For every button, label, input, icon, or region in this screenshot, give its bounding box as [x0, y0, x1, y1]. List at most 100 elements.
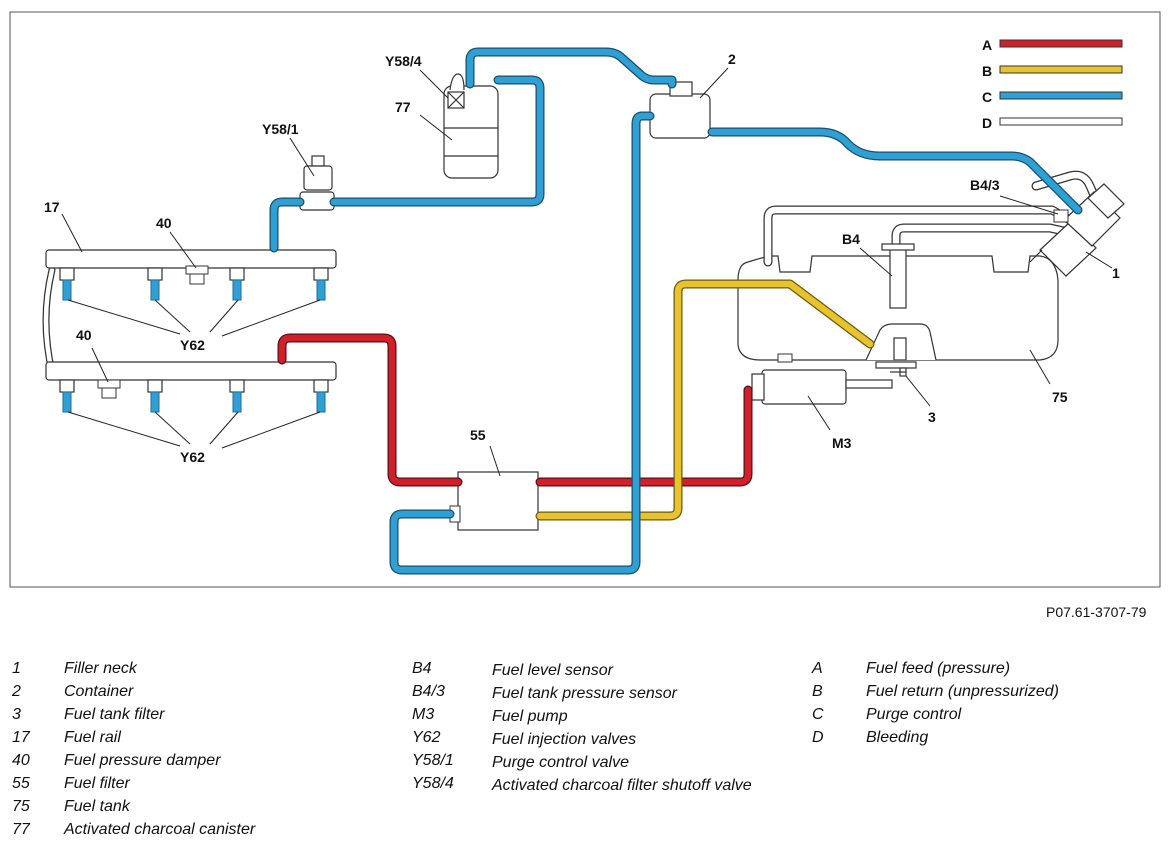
fuel-pump-m3: [751, 369, 906, 405]
label-b4-3: B4/3: [970, 177, 1000, 193]
label-2: 2: [728, 51, 736, 67]
legend-code: 2: [12, 683, 21, 700]
label-y58-4: Y58/4: [385, 53, 422, 69]
charcoal-canister-77: [443, 85, 499, 179]
legend-item: M3 Fuel pump: [412, 706, 802, 729]
key-letter-c: C: [982, 89, 992, 105]
fuel-pressure-damper-lower: [97, 379, 121, 399]
label-1: 1: [1112, 265, 1120, 281]
purge-control-pipes: [269, 47, 1083, 575]
legend-desc: Fuel filter: [64, 775, 130, 792]
legend-desc: Fuel feed (pressure): [866, 660, 1011, 677]
key-swatch-a: [999, 39, 1123, 48]
shutoff-valve-y58-4: [447, 73, 465, 109]
label-y62-bottom: Y62: [180, 449, 205, 465]
legend-item: B Fuel return (unpressurized): [812, 683, 1152, 706]
fuel-rail-upper: [45, 249, 337, 281]
legend-code: 75: [12, 798, 30, 815]
label-3: 3: [928, 409, 936, 425]
legend-desc: Container: [64, 683, 134, 700]
legend-code: M3: [412, 706, 435, 723]
legend-column-line-types: A Fuel feed (pressure) B Fuel return (unpr…: [812, 660, 1152, 752]
tank-drain-nub: [777, 353, 793, 363]
legend-code: 17: [12, 729, 30, 746]
key-swatch-b: [999, 65, 1123, 74]
key-letter-b: B: [982, 63, 992, 79]
figure-reference-code: P07.61-3707-79: [1046, 604, 1147, 620]
legend-code: Y58/4: [412, 775, 454, 792]
label-77: 77: [395, 99, 411, 115]
legend-item: 3 Fuel tank filter: [12, 706, 372, 729]
legend-code: 40: [12, 752, 30, 769]
leader-lines: [61, 67, 1113, 477]
legend-code: 3: [12, 706, 21, 723]
legend-item: 1 Filler neck: [12, 660, 372, 683]
label-m3: M3: [832, 435, 852, 451]
legend-code: 77: [12, 821, 30, 838]
legend-item: 40 Fuel pressure damper: [12, 752, 372, 775]
legend-desc: Activated charcoal canister: [64, 821, 256, 838]
fuel-feed-pipes: [277, 333, 753, 487]
fuel-return-pipes: [535, 279, 875, 521]
key-swatch-c: [999, 91, 1123, 100]
legend-item: B4/3 Fuel tank pressure sensor: [412, 683, 802, 706]
legend-desc: Fuel pump: [492, 708, 568, 725]
legend-item: C Purge control: [812, 706, 1152, 729]
legend-code: D: [812, 729, 824, 746]
legend-code: B4/3: [412, 683, 445, 700]
legend-desc: Fuel rail: [64, 729, 121, 746]
key-letter-a: A: [982, 37, 992, 53]
legend-item: 77 Activated charcoal canister: [12, 821, 372, 844]
legend-desc: Fuel tank: [64, 798, 130, 815]
legend-desc: Purge control: [866, 706, 962, 723]
legend-desc: Filler neck: [64, 660, 137, 677]
legend-desc: Fuel pressure damper: [64, 752, 221, 769]
injectors-upper: [62, 279, 326, 301]
legend-desc: Fuel tank pressure sensor: [492, 685, 677, 702]
line-color-key: A B C D: [982, 37, 1123, 131]
bleed-lines: [42, 170, 1101, 376]
legend-item: 75 Fuel tank: [12, 798, 372, 821]
label-y62-top: Y62: [180, 337, 205, 353]
legend-code: 1: [12, 660, 21, 677]
filler-neck: [1029, 183, 1125, 277]
label-b4: B4: [842, 231, 860, 247]
label-40-top: 40: [156, 215, 172, 231]
fuel-tank-filter-3: [875, 337, 917, 377]
fuel-rail-lower: [45, 361, 337, 393]
legend-item: 55 Fuel filter: [12, 775, 372, 798]
key-swatch-d: [999, 117, 1123, 126]
legend-code: B: [812, 683, 823, 700]
legend-column-components: 1 Filler neck 2 Container 3 Fuel tank filte…: [12, 660, 372, 844]
label-40-bottom: 40: [76, 327, 92, 343]
legend-item: 17 Fuel rail: [12, 729, 372, 752]
label-75: 75: [1052, 389, 1068, 405]
legend-code: 55: [12, 775, 30, 792]
legend-desc: Bleeding: [866, 729, 929, 746]
legend-desc: Purge control valve: [492, 754, 629, 771]
legend-desc: Fuel tank filter: [64, 706, 165, 723]
label-55: 55: [470, 427, 486, 443]
legend-code: A: [812, 660, 823, 677]
legend-code: C: [812, 706, 824, 723]
tank-pressure-sensor-b4-3: [1053, 209, 1069, 223]
legend-item: Y58/4 Activated charcoal filter shutoff v…: [412, 775, 802, 821]
label-y58-1: Y58/1: [262, 121, 299, 137]
legend-code: Y62: [412, 729, 441, 746]
key-letter-d: D: [982, 115, 992, 131]
fuel-filter-55: [457, 471, 539, 531]
legend-item: D Bleeding: [812, 729, 1152, 752]
fuel-system-diagram: Y58/4 77 2 Y58/1 17 40 Y62 40 Y62 55 B4/…: [9, 11, 1161, 588]
legend-item: 2 Container: [12, 683, 372, 706]
legend-item: Y58/1 Purge control valve: [412, 752, 802, 775]
label-17: 17: [44, 199, 60, 215]
legend-desc: Fuel return (unpressurized): [866, 683, 1059, 700]
legend-item: Y62 Fuel injection valves: [412, 729, 802, 752]
fuel-pressure-damper-upper: [185, 265, 209, 285]
legend-desc: Activated charcoal filter shutoff valve: [492, 777, 752, 794]
legend-code: Y58/1: [412, 752, 454, 769]
legend-item: A Fuel feed (pressure): [812, 660, 1152, 683]
legend-desc: Fuel injection valves: [492, 731, 637, 748]
